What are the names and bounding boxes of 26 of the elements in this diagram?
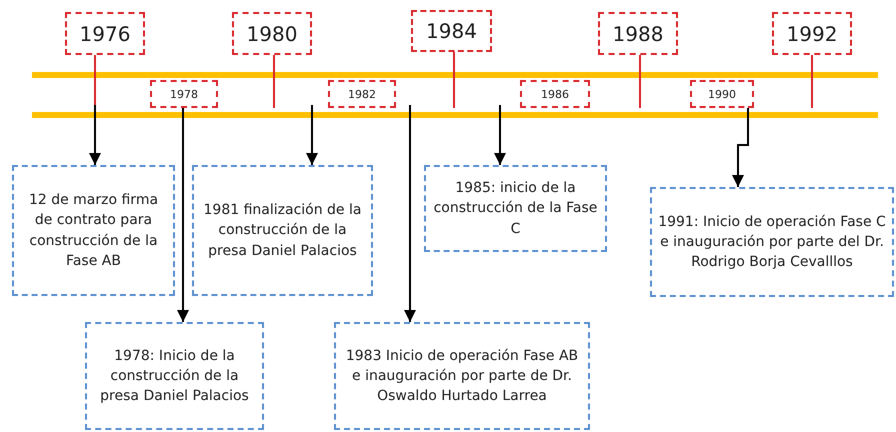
event-box: 1991: Inicio de operación Fase C e inauguración por parte del Dr. Rodrigo Borja Cevalllos — [650, 187, 894, 297]
tick-line — [453, 52, 455, 108]
arrow — [177, 108, 189, 322]
tick-line — [639, 55, 641, 108]
year-label-box: 1982 — [328, 80, 396, 108]
year-label-box: 1980 — [232, 12, 312, 55]
tick-line — [811, 55, 813, 108]
tick-line — [94, 55, 96, 105]
event-box: 1978: Inicio de la construcción de la presa Daniel Palacios — [85, 322, 264, 430]
arrow — [494, 105, 506, 165]
tick-line — [273, 55, 275, 108]
year-label-box: 1986 — [520, 80, 590, 108]
event-box: 1983 Inicio de operación Fase AB e inauguración por parte de Dr. Oswaldo Hurtado Larrea — [334, 322, 590, 430]
arrow — [89, 105, 101, 165]
event-box: 1985: inicio de la construcción de la Fase C — [424, 165, 607, 252]
arrow — [404, 105, 416, 322]
year-label-box: 1988 — [598, 12, 678, 55]
event-box: 12 de marzo firma de contrato para construcción de la Fase AB — [12, 165, 175, 296]
year-label-box: 1976 — [65, 12, 145, 55]
year-label-box: 1978 — [150, 80, 218, 108]
arrow — [306, 105, 318, 165]
event-box: 1981 finalización de la construcción de la presa Daniel Palacios — [192, 165, 373, 296]
year-label-box: 1990 — [690, 80, 754, 108]
arrow — [732, 108, 749, 187]
year-label-box: 1992 — [772, 12, 852, 55]
year-label-box: 1984 — [411, 10, 492, 52]
